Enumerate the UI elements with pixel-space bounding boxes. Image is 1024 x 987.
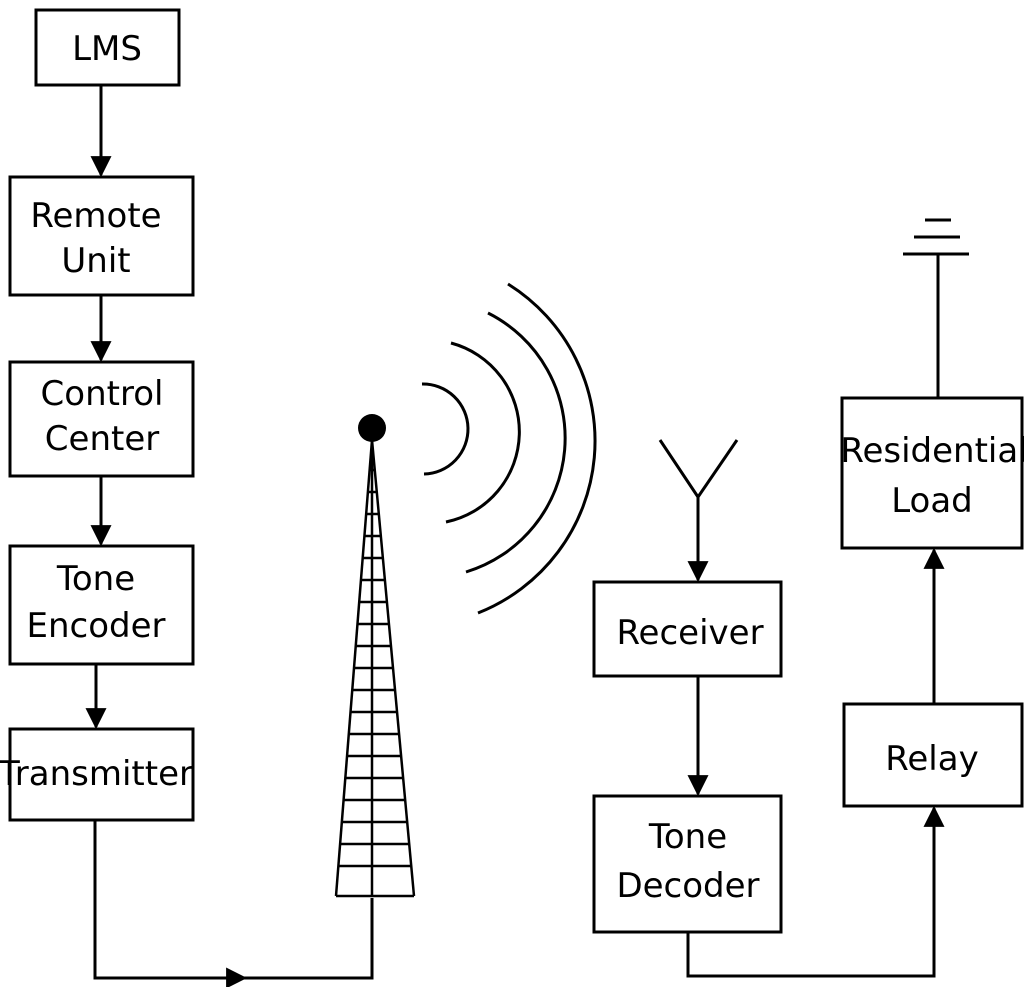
tone-decoder-block: Tone Decoder	[592, 794, 783, 934]
tone-decoder-label-line1: Tone	[648, 817, 727, 857]
relay-block: Relay	[842, 702, 1024, 808]
relay-label: Relay	[885, 739, 978, 779]
svg-text:Transmitter: Transmitter	[0, 754, 193, 794]
receiver-block: Receiver	[592, 580, 783, 678]
wire-transmitter-to-tower	[93, 820, 374, 980]
residential-load-label-line2: Load	[891, 481, 973, 521]
svg-text:Tone: Tone	[648, 817, 727, 857]
svg-text:Residential: Residential	[840, 431, 1024, 471]
control-center-label-line2: Center	[45, 419, 159, 459]
remote-unit-label-line2: Unit	[61, 241, 130, 281]
svg-text:Center: Center	[45, 419, 159, 459]
control-center-block: Control Center	[8, 360, 195, 478]
lms-block: LMS	[34, 8, 181, 87]
ground-symbol-icon	[903, 218, 969, 398]
svg-text:Control: Control	[41, 374, 164, 414]
control-center-label-line1: Control	[41, 374, 164, 414]
tone-encoder-block: Tone Encoder	[8, 544, 195, 666]
transmitter-label: Transmitter	[0, 754, 193, 794]
tone-encoder-label-line1: Tone	[56, 559, 135, 599]
residential-load-label-line1: Residential	[840, 431, 1024, 471]
remote-unit-block: Remote Unit	[8, 175, 195, 297]
remote-unit-label-line1: Remote	[30, 196, 161, 236]
radio-tower-icon	[334, 414, 416, 898]
svg-text:Load: Load	[891, 481, 973, 521]
svg-text:Receiver: Receiver	[616, 613, 763, 653]
svg-text:Tone: Tone	[56, 559, 135, 599]
receiver-antenna-icon	[658, 439, 739, 498]
wire-decoder-to-relay	[686, 812, 936, 978]
svg-text:Encoder: Encoder	[26, 606, 165, 646]
transmitter-block: Transmitter	[0, 727, 195, 822]
svg-text:Decoder: Decoder	[616, 866, 759, 906]
svg-text:Unit: Unit	[61, 241, 130, 281]
radio-waves-icon	[421, 282, 597, 615]
tone-encoder-label-line2: Encoder	[26, 606, 165, 646]
tone-decoder-label-line2: Decoder	[616, 866, 759, 906]
svg-text:Relay: Relay	[885, 739, 978, 779]
svg-text:Remote: Remote	[30, 196, 161, 236]
lms-label: LMS	[72, 29, 142, 69]
residential-load-block: Residential Load	[840, 396, 1024, 550]
receiver-label: Receiver	[616, 613, 763, 653]
svg-text:LMS: LMS	[72, 29, 142, 69]
